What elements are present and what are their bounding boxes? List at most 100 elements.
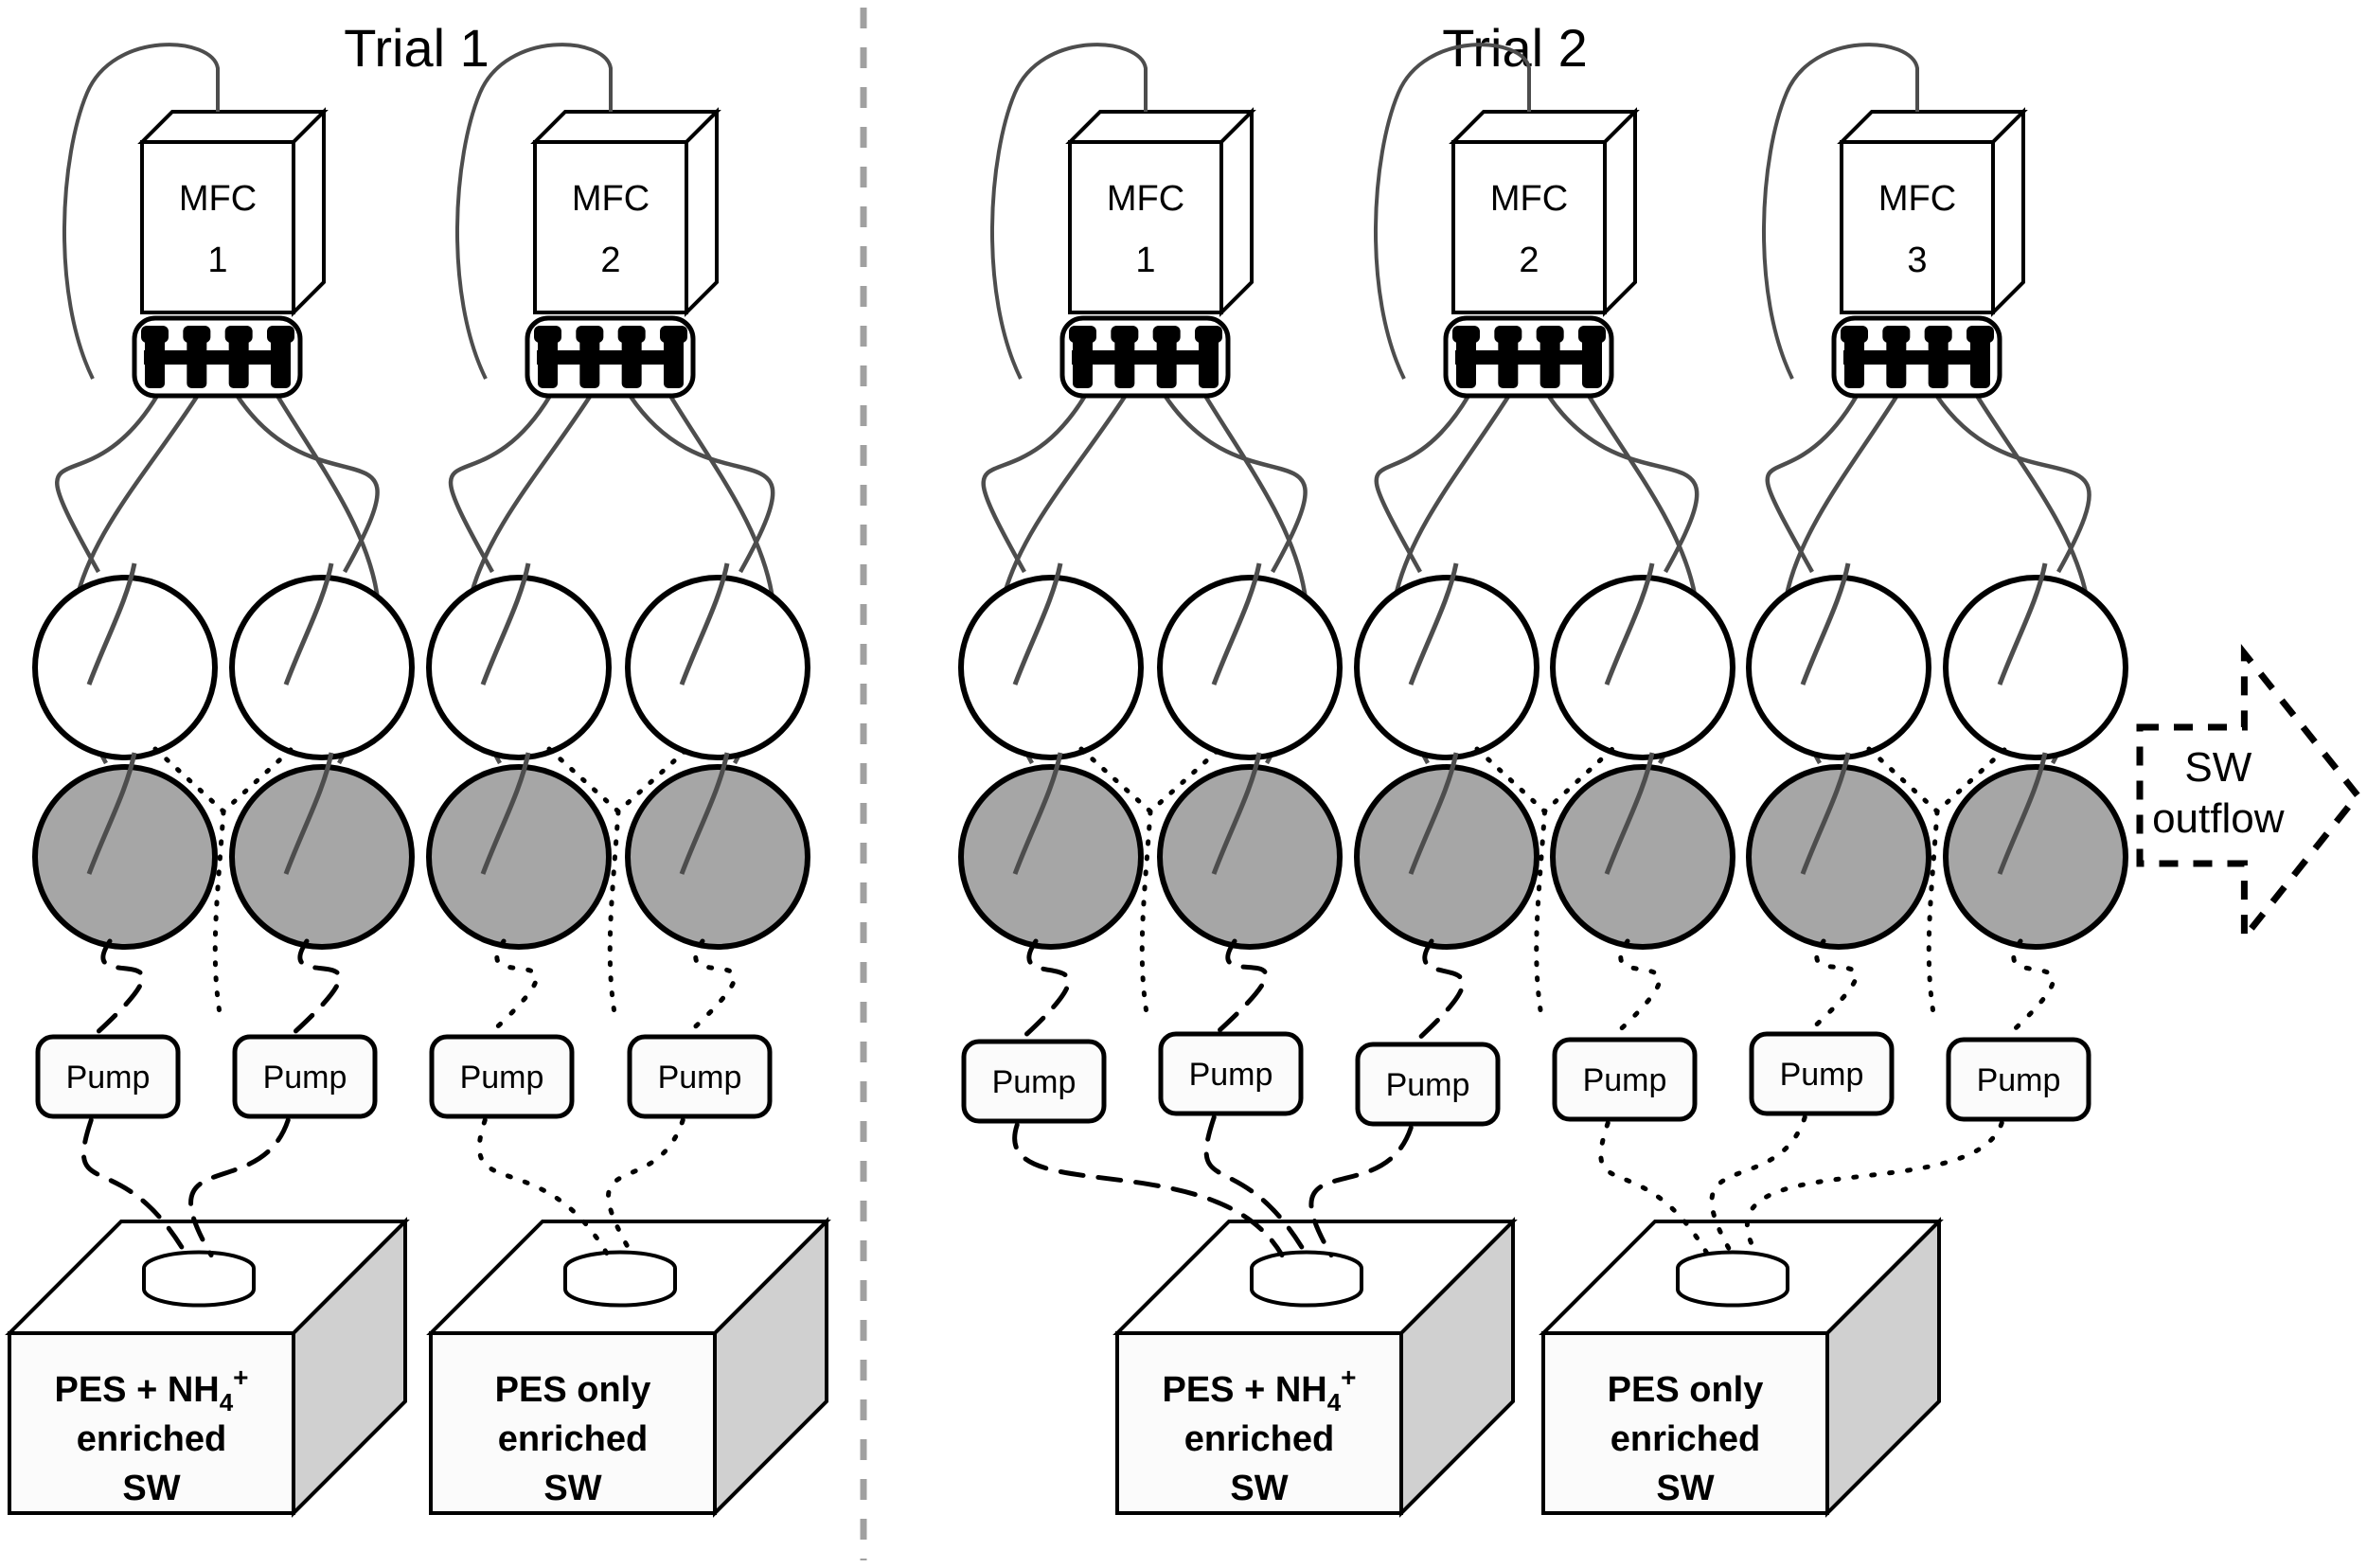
valve-head-1: [1452, 326, 1480, 343]
pump-box[interactable]: [1355, 1042, 1501, 1127]
pump-label-text: Pump: [1977, 1062, 2061, 1098]
white-vessel[interactable]: [32, 575, 218, 760]
return-line-dashed: [1012, 1122, 1285, 1258]
vessel-white: [426, 562, 612, 760]
overflow-drop-line: [1534, 809, 1547, 1016]
pump-box[interactable]: [35, 1034, 181, 1119]
feed-tube: [55, 394, 159, 574]
pump-box[interactable]: [961, 1039, 1107, 1124]
tank-front-face: [8, 1331, 295, 1515]
vessel-gray: [958, 752, 1144, 950]
overflow-drop-line: [212, 809, 226, 1016]
tank-line-2: enriched: [77, 1419, 226, 1459]
vessel-inlet-tube: [679, 562, 730, 686]
mfc-number-text: 1: [207, 241, 227, 280]
valve-head-2: [183, 326, 211, 343]
vessel-inlet-tube: [86, 752, 137, 875]
pump-box[interactable]: [1552, 1037, 1698, 1122]
white-vessel[interactable]: [1746, 575, 1931, 760]
pump-box[interactable]: [1749, 1031, 1895, 1116]
white-vessel[interactable]: [958, 575, 1144, 760]
vessel-inlet-tube: [1604, 562, 1655, 686]
supply-line-dashed: [1020, 938, 1071, 1041]
mfc-front-face: [1068, 140, 1223, 314]
tank-lid-side: [1250, 1268, 1363, 1308]
feed-tube: [1934, 394, 2091, 574]
vessel-inlet-tube: [283, 752, 334, 875]
vessel-gray: [1746, 752, 1931, 950]
pump-label-text: Pump: [1583, 1062, 1667, 1098]
tank-superscript: +: [1341, 1363, 1356, 1392]
overflow-drop-line: [1926, 809, 1940, 1016]
supply-lines: [1012, 938, 2056, 1258]
valve-head-2: [1494, 326, 1522, 343]
gray-vessel[interactable]: [1550, 764, 1735, 950]
manifold-bar: [1455, 350, 1600, 365]
pump-unit: Pump: [35, 1034, 181, 1119]
mfc-side-face: [1219, 107, 1254, 317]
vessel-white: [1550, 562, 1735, 760]
vessel-inlet-tube: [1800, 752, 1851, 875]
gray-vessel[interactable]: [1943, 764, 2128, 950]
gray-vessel[interactable]: [625, 764, 810, 950]
valve-head-4: [1967, 326, 1994, 343]
tank-line1-text: PES + NH: [54, 1370, 219, 1410]
vessel-gray: [625, 752, 810, 950]
white-vessel[interactable]: [229, 575, 415, 760]
gray-vessel[interactable]: [958, 764, 1144, 950]
tank-line-2: enriched: [1184, 1419, 1334, 1459]
pump-box[interactable]: [627, 1034, 773, 1119]
valve-head-3: [224, 326, 253, 343]
vessel-inlet-tube: [1408, 752, 1459, 875]
valve-head-2: [1111, 326, 1139, 343]
vessel-white: [1943, 562, 2128, 760]
pump-label-text: Pump: [1189, 1057, 1273, 1093]
white-vessel[interactable]: [1354, 575, 1539, 760]
gray-vessel[interactable]: [1746, 764, 1931, 950]
valve-head-4: [1578, 326, 1606, 343]
mfc-gas-tube: [1374, 43, 1531, 380]
gray-vessel[interactable]: [32, 764, 218, 950]
white-vessel[interactable]: [1157, 575, 1343, 760]
feed-tube: [1163, 394, 1308, 574]
vessel-white: [625, 562, 810, 760]
pump-box[interactable]: [429, 1034, 575, 1119]
mfc-label-text: MFC: [1490, 179, 1568, 219]
vessel-white: [229, 562, 415, 760]
white-vessel[interactable]: [1943, 575, 2128, 760]
pump-box[interactable]: [1946, 1037, 2091, 1122]
valve-head-3: [1152, 326, 1181, 343]
vessel-array: [32, 562, 810, 1016]
white-vessel[interactable]: [625, 575, 810, 760]
gray-vessel[interactable]: [426, 764, 612, 950]
supply-line-dotted: [1611, 938, 1663, 1039]
vessel-white: [32, 562, 218, 760]
white-vessel[interactable]: [426, 575, 612, 760]
mfc-side-face: [1991, 107, 2025, 317]
pump-box[interactable]: [1158, 1031, 1304, 1116]
tank-front-face: [429, 1331, 717, 1515]
mfc-gas-tube: [1762, 43, 1919, 380]
pump-label-text: Pump: [992, 1064, 1077, 1100]
tank-line-3: SW: [1656, 1469, 1714, 1508]
gray-vessel[interactable]: [229, 764, 415, 950]
tank-line-3: SW: [122, 1469, 180, 1508]
pump-box[interactable]: [232, 1034, 378, 1119]
valve-head-2: [1882, 326, 1911, 343]
white-vessel[interactable]: [1550, 575, 1735, 760]
gray-vessel[interactable]: [1354, 764, 1539, 950]
tank-lid-side: [1676, 1268, 1789, 1308]
tank-line1-text: PES only: [1608, 1370, 1764, 1410]
feed-tube: [628, 394, 775, 574]
vessel-gray: [1157, 752, 1343, 950]
vessel-inlet-tube: [1211, 562, 1262, 686]
vessel-inlet-tube: [679, 752, 730, 875]
gray-vessel[interactable]: [1157, 764, 1343, 950]
